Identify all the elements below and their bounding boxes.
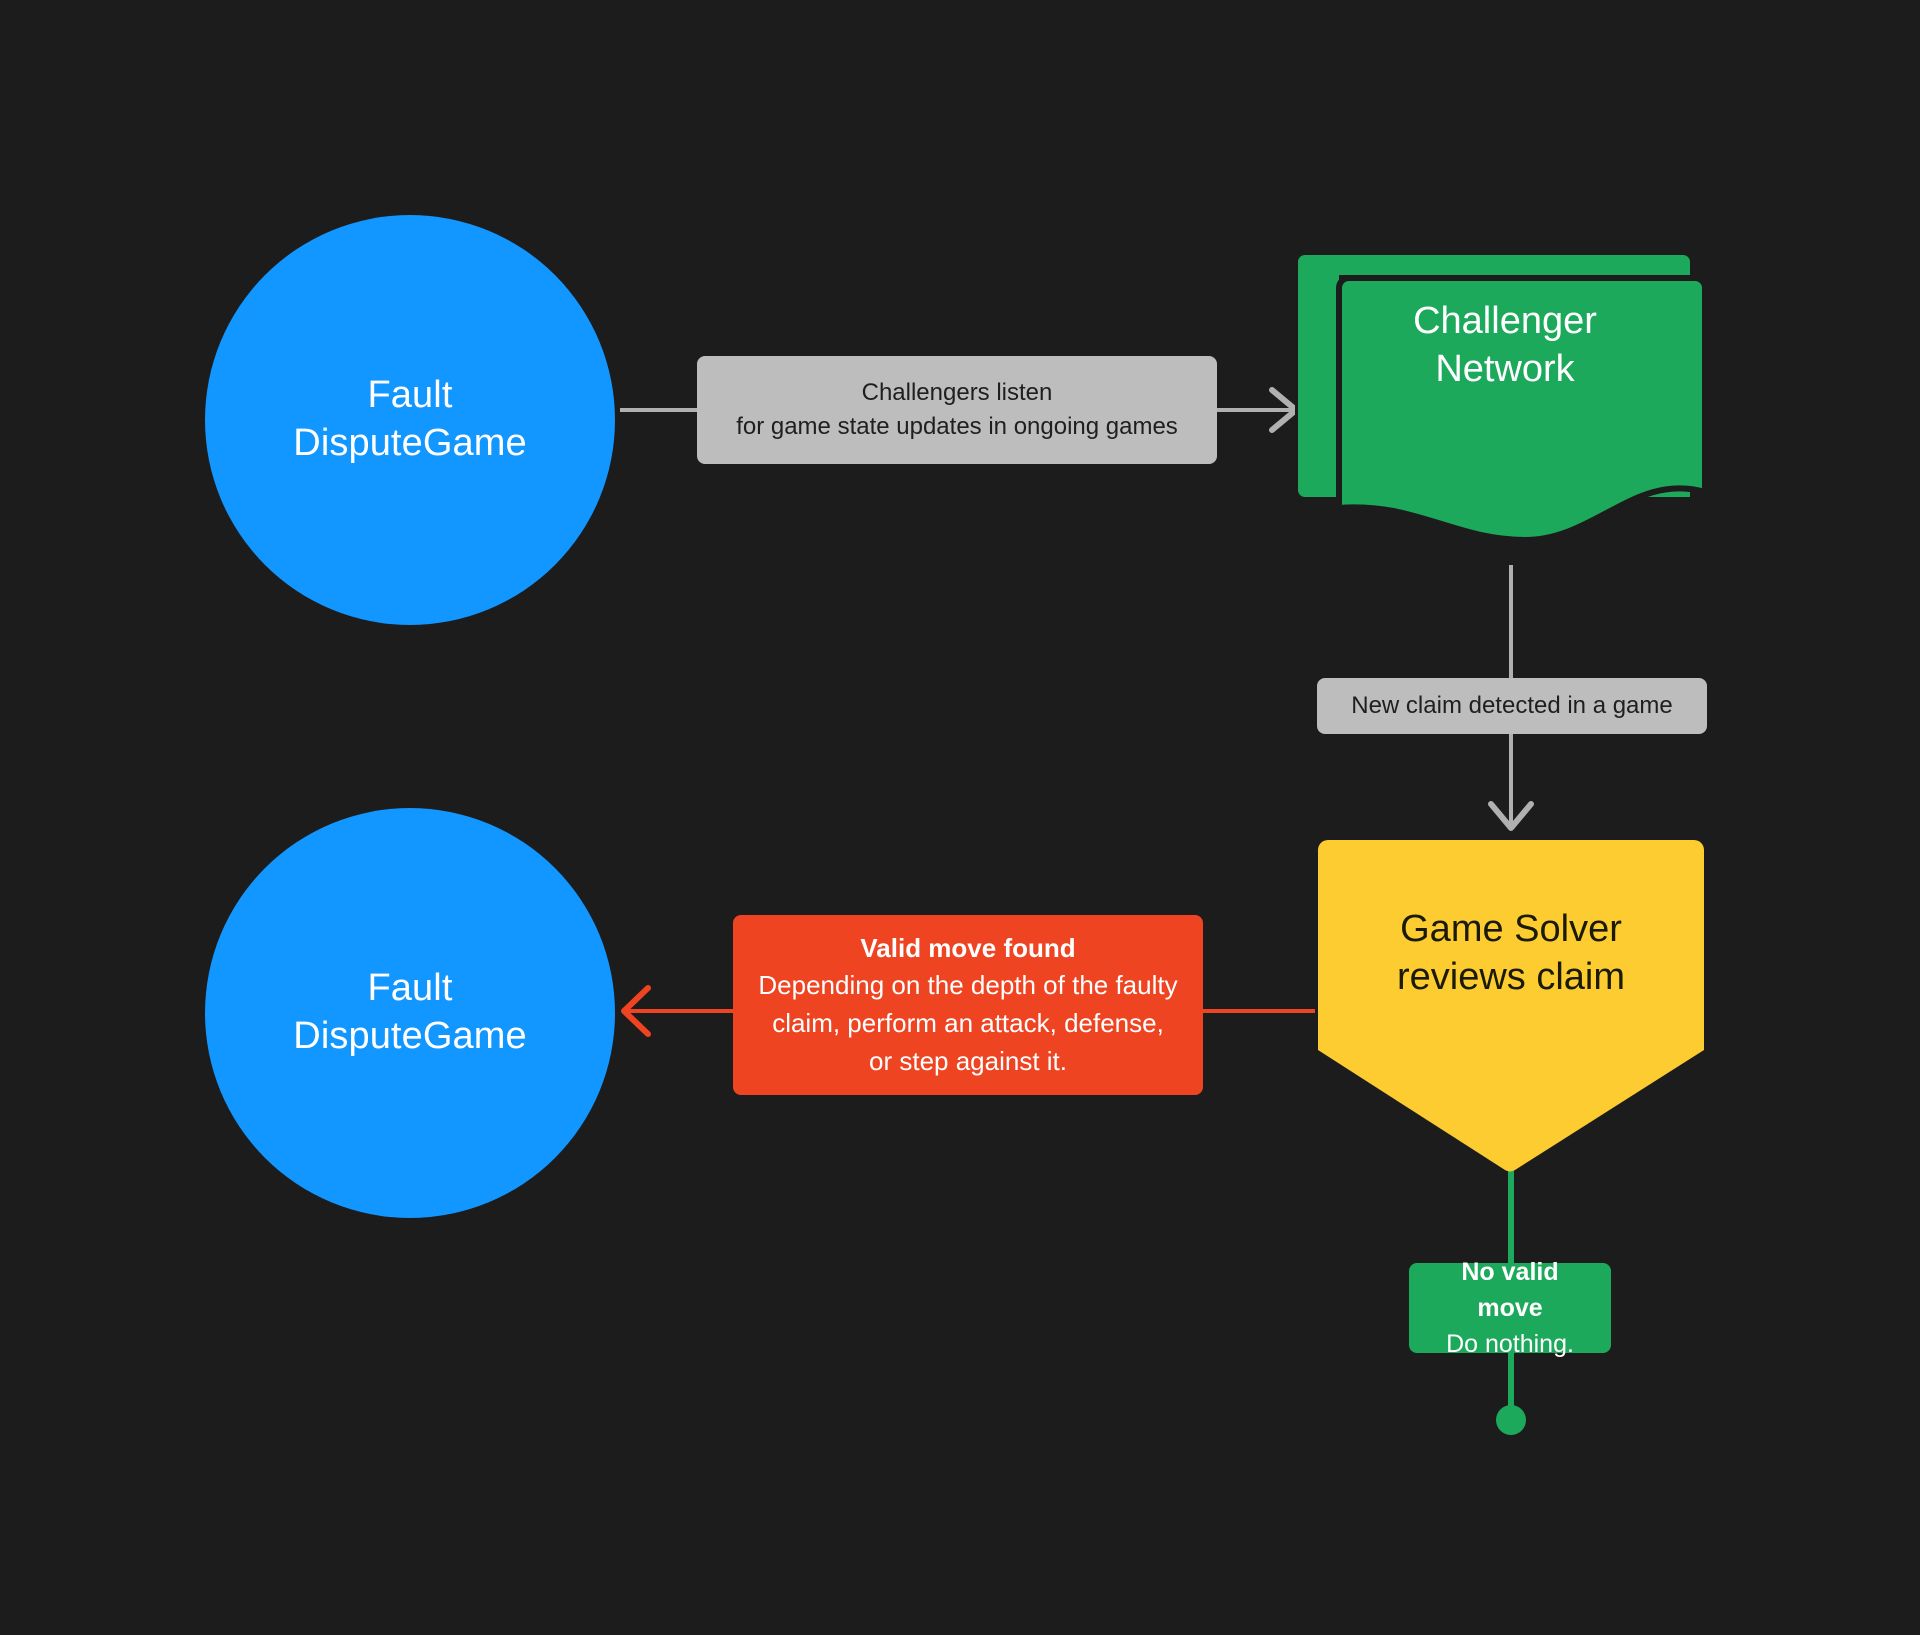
node-label-line-1: Fault — [367, 374, 453, 417]
edge-label-line-2: Depending on the depth of the faulty — [758, 970, 1178, 1001]
node-challenger-network[interactable]: Challenger Network — [1295, 240, 1715, 570]
arrowhead-left-red — [621, 985, 651, 1037]
node-label-line-2: DisputeGame — [293, 422, 527, 464]
edge-label-line-1: No valid move — [1461, 1257, 1559, 1322]
node-game-solver[interactable]: Game Solver reviews claim — [1316, 828, 1706, 1178]
arrowhead-down-gray — [1488, 801, 1534, 831]
edge-label-line-1: Challengers listen — [861, 378, 1053, 406]
document-sheet-front — [1336, 275, 1708, 544]
edge-label-line-2: for game state updates in ongoing games — [736, 413, 1178, 440]
edge-label-line-1: Valid move found — [860, 932, 1076, 963]
node-label-line-2: DisputeGame — [293, 1015, 527, 1057]
edge-label-no-valid-move: No valid move Do nothing. — [1409, 1258, 1611, 1358]
arrowhead-right-gray — [1269, 387, 1299, 433]
pentagon-path — [1318, 840, 1704, 1172]
multi-document-shape — [1295, 249, 1708, 544]
edge-label-line-1: New claim detected in a game — [1351, 691, 1673, 719]
edge-label-line-4: or step against it. — [869, 1045, 1067, 1076]
edge-label-challengers-listen: Challengers listen for game state update… — [697, 356, 1217, 464]
node-fault-dispute-game-bottom[interactable]: Fault DisputeGame — [205, 808, 615, 1218]
node-fault-dispute-game-top[interactable]: Fault DisputeGame — [205, 215, 615, 625]
edge-label-new-claim-detected: New claim detected in a game — [1317, 678, 1707, 734]
terminator-dot — [1496, 1405, 1526, 1435]
edge-label-line-2: Do nothing. — [1446, 1330, 1574, 1359]
node-label-line-1: Fault — [367, 967, 453, 1010]
edge-label-valid-move-found: Valid move found Depending on the depth … — [733, 915, 1203, 1095]
edge-label-line-3: claim, perform an attack, defense, — [772, 1008, 1164, 1038]
pentagon-down-shape — [1318, 840, 1704, 1172]
